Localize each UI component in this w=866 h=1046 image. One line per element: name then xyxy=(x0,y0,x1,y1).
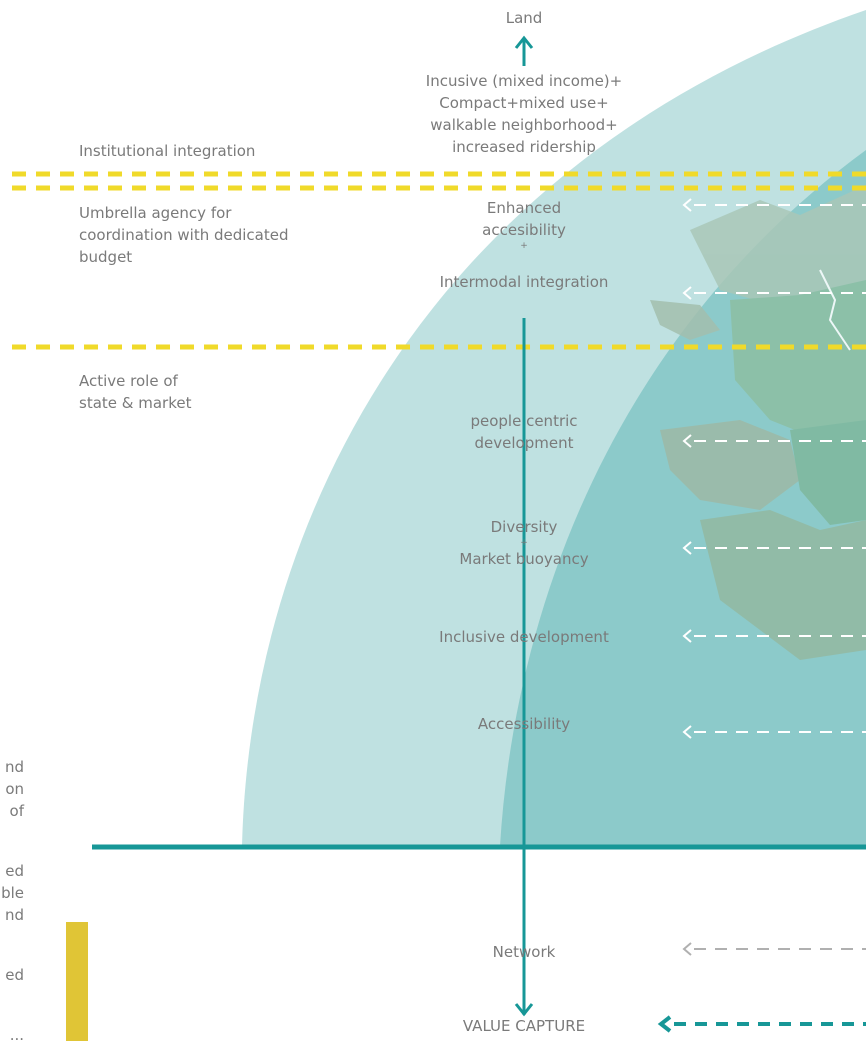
value-capture-label: VALUE CAPTURE xyxy=(462,1017,586,1035)
cut-text-6: nd xyxy=(4,906,24,924)
umbrella-agency-label: Umbrella agency for coordination with de… xyxy=(79,202,289,268)
umbrella-line-2: coordination with dedicated xyxy=(79,226,289,244)
intermodal-label: Intermodal integration xyxy=(439,273,609,291)
cut-text-7: ed xyxy=(5,966,24,984)
top-block-line-1: Incusive (mixed income)+ xyxy=(425,72,623,90)
institutional-integration-label: Institutional integration xyxy=(79,142,256,160)
cut-text-3: of xyxy=(9,802,24,820)
top-block-label: Incusive (mixed income)+ Compact+mixed u… xyxy=(426,70,622,158)
gray-arrow xyxy=(682,942,866,956)
active-line-2: state & market xyxy=(79,394,192,412)
top-block-line-2: Compact+mixed use+ xyxy=(439,94,609,112)
cut-text-8: ... xyxy=(9,1026,24,1044)
active-role-label: Active role of state & market xyxy=(79,370,191,414)
enhanced-line-2: accesibility xyxy=(482,221,566,239)
people-line-1: people centric xyxy=(470,412,578,430)
enhanced-accessibility-label: Enhanced accesibility + xyxy=(482,197,566,251)
people-line-2: development xyxy=(474,434,574,452)
active-line-1: Active role of xyxy=(79,372,178,390)
umbrella-line-3: budget xyxy=(79,248,133,266)
cut-text-2: on xyxy=(5,780,24,798)
diversity-label: Diversity + Market buoyancy xyxy=(459,516,588,570)
diversity-line: Diversity xyxy=(490,518,558,536)
network-label: Network xyxy=(492,943,556,961)
market-line: Market buoyancy xyxy=(459,550,589,568)
cut-text-5: ble xyxy=(1,884,24,902)
central-axis xyxy=(514,35,534,1017)
inclusive-label: Inclusive development xyxy=(439,628,609,646)
white-arrows xyxy=(682,198,866,739)
yellow-accent-bar xyxy=(66,922,88,1041)
accessibility-label: Accessibility xyxy=(477,715,571,733)
teal-arrow xyxy=(657,1015,866,1033)
cut-text-1: nd xyxy=(4,758,24,776)
umbrella-line-1: Umbrella agency for xyxy=(79,204,232,222)
enhanced-plus: + xyxy=(520,241,528,251)
people-centric-label: people centric development xyxy=(470,410,577,454)
land-label: Land xyxy=(505,9,543,27)
cut-text-4: ed xyxy=(5,862,24,880)
enhanced-line-1: Enhanced xyxy=(486,199,562,217)
top-block-line-3: walkable neighborhood+ xyxy=(430,116,618,134)
top-block-line-4: increased ridership xyxy=(452,138,596,156)
diversity-plus: + xyxy=(520,538,528,548)
